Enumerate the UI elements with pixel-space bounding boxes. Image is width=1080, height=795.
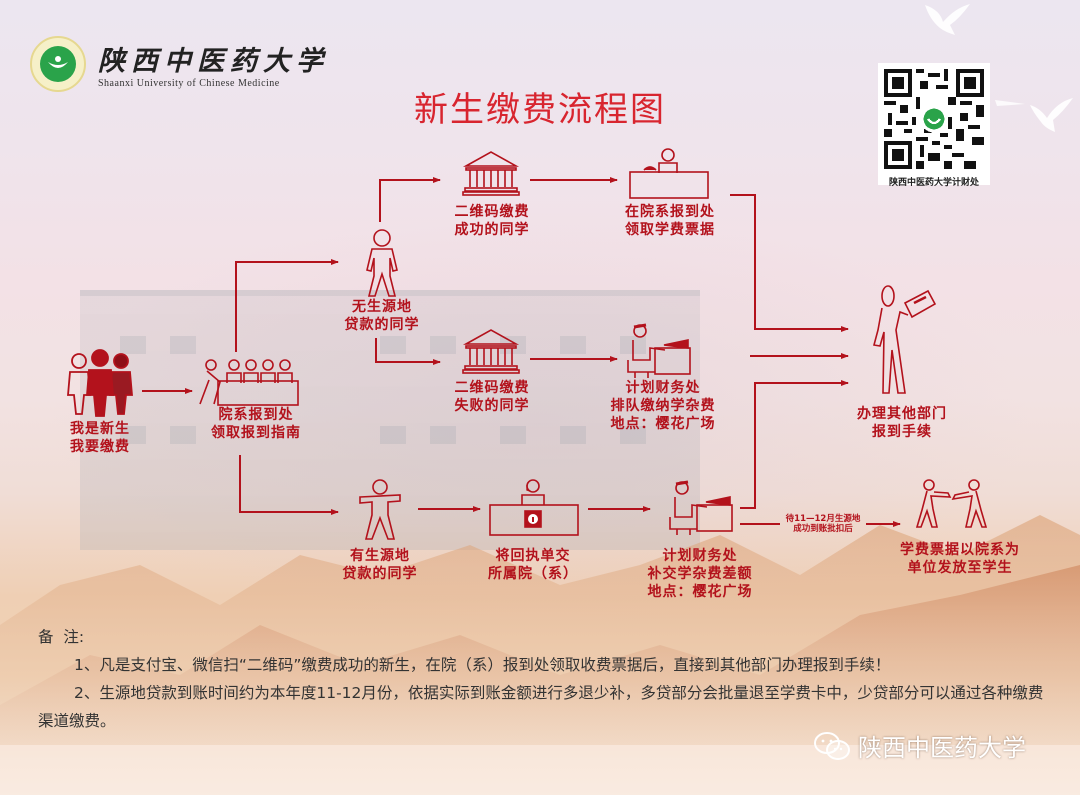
node-start: 我是新生 我要缴费: [50, 420, 150, 456]
node-no-loan: 无生源地 贷款的同学: [330, 298, 434, 334]
notes-heading: 备 注:: [38, 628, 85, 646]
edge-label-line: 待11—12月生源地: [785, 514, 861, 524]
node-qr-fail: 二维码缴费 失败的同学: [440, 379, 544, 415]
cashier-icon: [627, 323, 691, 378]
bank-icon: [462, 329, 520, 374]
node-label-line: 地点：樱花广场: [610, 416, 716, 432]
node-label-line: 贷款的同学: [344, 317, 420, 333]
qr-code-card[interactable]: 陕西中医药大学计财处: [878, 63, 990, 188]
node-label-line: 领取学费票据: [625, 222, 715, 238]
node-label-line: 地点：樱花广场: [647, 584, 753, 600]
node-label-line: 单位发放至学生: [907, 560, 1013, 576]
node-other-depts: 办理其他部门 报到手续: [842, 405, 962, 441]
wechat-icon: [814, 731, 850, 760]
node-label-line: 报到手续: [872, 424, 932, 440]
node-issue-receipt: 学费票据以院系为 单位发放至学生: [890, 541, 1030, 577]
node-label-line: 我要缴费: [70, 439, 130, 455]
school-name-en: Shaanxi University of Chinese Medicine: [98, 78, 280, 89]
cashier-icon: [669, 480, 733, 535]
university-emblem-icon: [30, 36, 86, 92]
node-label-line: 学费票据以院系为: [900, 542, 1020, 558]
node-label-line: 将回执单交: [495, 548, 571, 564]
dove-decoration-icon: [925, 4, 1073, 132]
school-name-cn: 陕西中医药大学: [98, 46, 329, 77]
node-label-line: 院系报到处: [218, 407, 294, 423]
wechat-account-watermark: 陕西中医药大学: [812, 728, 1026, 763]
note-item: 2、生源地贷款到账时间约为本年度11-12月份，依据实际到账金额进行多退少补，多…: [38, 684, 1044, 730]
node-label-line: 二维码缴费: [454, 204, 530, 220]
campus-building-backdrop: [80, 290, 700, 550]
node-register: 院系报到处 领取报到指南: [195, 406, 317, 442]
node-label-line: 计划财务处: [625, 380, 701, 396]
university-logo: 陕西中医药大学 Shaanxi University of Chinese Me…: [30, 36, 329, 92]
node-get-receipt: 在院系报到处 领取学费票据: [612, 203, 728, 239]
handover-icon: [915, 479, 988, 528]
node-label-line: 领取报到指南: [211, 425, 301, 441]
node-finance-queue: 计划财务处 排队缴纳学杂费 地点：樱花广场: [600, 379, 726, 433]
edge-label-loan-arrival: 待11—12月生源地 成功到账批扣后: [778, 514, 868, 534]
notes-section: 备 注: 1、凡是支付宝、微信扫“二维码”缴费成功的新生，在院（系）报到处领取收…: [38, 623, 1048, 735]
node-label-line: 无生源地: [352, 299, 412, 315]
reception-desk-icon: [629, 148, 709, 199]
node-label-line: 所属院（系）: [488, 566, 578, 582]
person-with-document-icon: [873, 285, 937, 394]
node-finance-diff: 计划财务处 补交学杂费差额 地点：樱花广场: [636, 547, 764, 601]
qr-code-icon: [884, 69, 984, 169]
node-label-line: 在院系报到处: [625, 204, 715, 220]
qr-caption: 陕西中医药大学计财处: [888, 178, 979, 188]
node-label-line: 失败的同学: [454, 398, 530, 414]
node-label-line: 二维码缴费: [454, 380, 530, 396]
page-title: 新生缴费流程图: [414, 90, 666, 130]
three-students-icon: [67, 349, 133, 417]
node-label-line: 贷款的同学: [342, 566, 418, 582]
node-label-line: 补交学杂费差额: [647, 566, 753, 582]
mountain-landscape-backdrop: [0, 515, 1080, 795]
node-label-line: 我是新生: [70, 421, 130, 437]
edge-label-line: 成功到账批扣后: [793, 524, 853, 534]
node-submit-receipt: 将回执单交 所属院（系）: [480, 547, 586, 583]
node-label-line: 排队缴纳学杂费: [610, 398, 716, 414]
note-item: 1、凡是支付宝、微信扫“二维码”缴费成功的新生，在院（系）报到处领取收费票据后，…: [74, 656, 891, 674]
node-label-line: 有生源地: [350, 548, 410, 564]
node-label-line: 计划财务处: [662, 548, 738, 564]
registration-desk-icon: [199, 359, 299, 406]
arms-open-student-icon: [359, 479, 401, 540]
standing-student-icon: [366, 229, 398, 297]
bank-icon: [462, 151, 520, 196]
node-qr-success: 二维码缴费 成功的同学: [440, 203, 544, 239]
node-label-line: 办理其他部门: [857, 406, 947, 422]
wechat-account-name: 陕西中医药大学: [858, 734, 1026, 762]
flow-connectors: [67, 148, 988, 540]
info-desk-icon: [489, 479, 579, 536]
node-has-loan: 有生源地 贷款的同学: [328, 547, 432, 583]
node-label-line: 成功的同学: [454, 222, 530, 238]
